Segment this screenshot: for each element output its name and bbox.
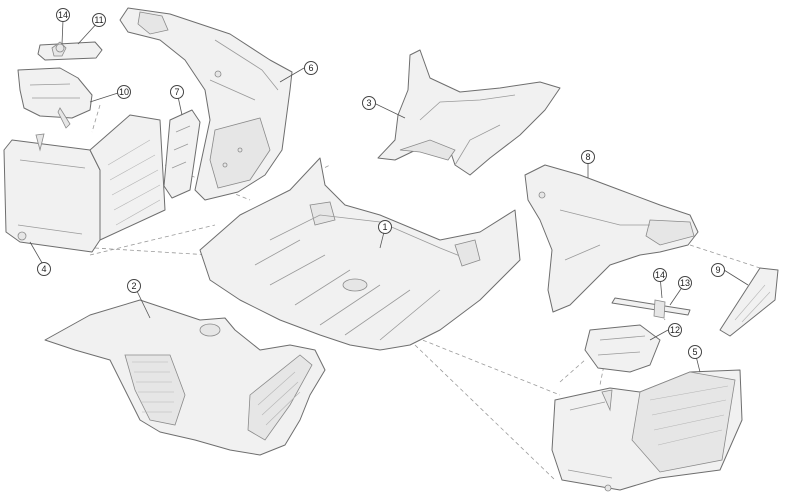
callout-label: 10 (119, 87, 129, 97)
part-4-left-box (3, 114, 166, 253)
callout-label: 5 (692, 347, 697, 357)
callout-label: 6 (308, 63, 313, 73)
callout-13: 13 (678, 276, 692, 290)
callout-10: 10 (117, 85, 131, 99)
part-12-box (584, 324, 661, 373)
callout-label: 11 (94, 15, 103, 25)
part-2-lower-side-cover (44, 299, 326, 456)
callout-label: 3 (366, 98, 371, 108)
part-6-upper-shroud (119, 7, 293, 201)
part-5-right-box (551, 369, 743, 492)
callout-7: 7 (170, 85, 184, 99)
callout-5: 5 (688, 345, 702, 359)
part-3-front-cover (377, 49, 561, 176)
callout-label: 4 (41, 264, 46, 274)
callout-14-left: 14 (56, 8, 70, 22)
callout-11: 11 (92, 13, 106, 27)
callout-label: 14 (58, 10, 68, 20)
part-7-side-strip (163, 109, 201, 199)
part-10-bracket (17, 67, 93, 129)
callout-label: 2 (131, 281, 136, 291)
callout-6: 6 (304, 61, 318, 75)
callout-14-right: 14 (653, 268, 667, 282)
callout-label: 7 (174, 87, 179, 97)
part-9-trim (719, 267, 779, 337)
callout-label: 14 (655, 270, 665, 280)
part-1-floor-panel (199, 157, 521, 351)
callout-label: 8 (585, 152, 590, 162)
callout-label: 9 (715, 265, 720, 275)
callout-8: 8 (581, 150, 595, 164)
callout-2: 2 (127, 279, 141, 293)
part-13-rod (611, 297, 691, 319)
callout-12: 12 (668, 323, 682, 337)
part-8-right-shroud (524, 164, 699, 313)
callout-4: 4 (37, 262, 51, 276)
part-11-cap (37, 41, 103, 61)
callout-3: 3 (362, 96, 376, 110)
callout-label: 13 (680, 278, 690, 288)
callout-label: 12 (670, 325, 680, 335)
callout-label: 1 (382, 222, 387, 232)
callout-1: 1 (378, 220, 392, 234)
callout-9: 9 (711, 263, 725, 277)
